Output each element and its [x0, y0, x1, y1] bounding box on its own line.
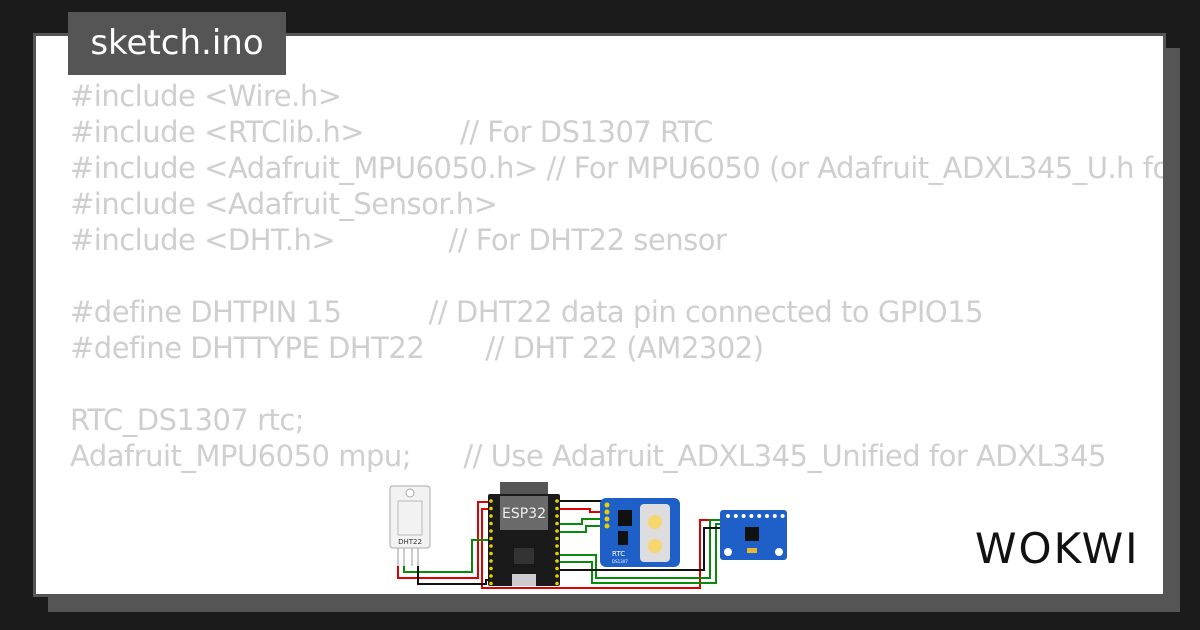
wire-green: [557, 518, 604, 525]
mpu-pin: [757, 514, 762, 518]
esp32-pin: [489, 536, 493, 541]
esp32-pin: [555, 544, 559, 548]
rtc-label: RTC: [612, 550, 625, 558]
wire-green: [557, 525, 604, 533]
code-line: #include <RTClib.h> // For DS1307 RTC: [70, 115, 713, 149]
esp32-board: ESP32: [488, 482, 560, 586]
esp32-pin: [489, 544, 493, 548]
wire-black: [417, 566, 491, 585]
wokwi-logo: WOKWI: [975, 524, 1140, 573]
esp32-pin: [555, 529, 559, 533]
esp32-pin: [555, 521, 559, 526]
esp32-pin: [489, 559, 493, 563]
mpu-pin: [749, 514, 754, 518]
esp32-pin: [555, 574, 559, 578]
esp32-pin: [555, 506, 559, 511]
esp32-pin: [489, 581, 493, 586]
esp-label: ESP32: [502, 506, 546, 522]
code-line: #include <Adafruit_MPU6050.h> // For MPU…: [70, 151, 1163, 185]
code-line: #include <Adafruit_Sensor.h>: [70, 187, 498, 221]
esp32-pin: [555, 499, 559, 503]
code-line: #define DHTPIN 15 // DHT22 data pin conn…: [70, 295, 984, 329]
esp32-pin: [555, 514, 559, 518]
dht22-sensor: DHT22: [389, 485, 431, 566]
wire-red: [557, 508, 604, 513]
file-tab: sketch.ino: [68, 12, 286, 75]
mpu-pin: [733, 514, 738, 518]
mpu-pin: [772, 514, 777, 518]
esp32-pin: [489, 574, 493, 578]
mpu-pin: [780, 514, 785, 518]
esp32-pin: [555, 551, 559, 556]
wire-red: [397, 501, 491, 579]
esp32-pin: [555, 536, 559, 541]
esp32-pin: [555, 559, 559, 563]
esp32-pin: [489, 506, 493, 511]
wire-green: [557, 519, 759, 579]
code-line: #define DHTTYPE DHT22 // DHT 22 (AM2302): [70, 331, 764, 365]
rtc-sublabel: DS1307: [612, 559, 628, 564]
mpu6050-module: [720, 510, 787, 560]
mpu-pin: [741, 514, 746, 518]
code-line: Adafruit_MPU6050 mpu; // Use Adafruit_AD…: [70, 439, 1107, 473]
esp32-pin: [489, 551, 493, 556]
code-line: #include <Wire.h>: [70, 79, 342, 113]
esp32-pin: [555, 566, 559, 571]
esp32-pin: [489, 499, 493, 503]
esp32-pin: [489, 521, 493, 526]
code-line: RTC_DS1307 rtc;: [70, 403, 305, 437]
preview-card: #include <Wire.h>#include <RTClib.h> // …: [33, 33, 1166, 597]
esp32-pin: [489, 566, 493, 571]
dht-label: DHT22: [398, 538, 422, 546]
wire-green: [403, 539, 491, 573]
mpu-pin: [765, 514, 769, 518]
code-line: #include <DHT.h> // For DHT22 sensor: [70, 223, 727, 257]
esp32-pin: [489, 529, 493, 533]
esp32-pin: [555, 581, 559, 586]
esp32-pin: [489, 514, 493, 518]
wire-black: [557, 500, 605, 505]
mpu-pin: [726, 514, 730, 518]
rtc-module: RTC DS1307: [600, 498, 680, 567]
code-preview: #include <Wire.h>#include <RTClib.h> // …: [70, 78, 1163, 474]
